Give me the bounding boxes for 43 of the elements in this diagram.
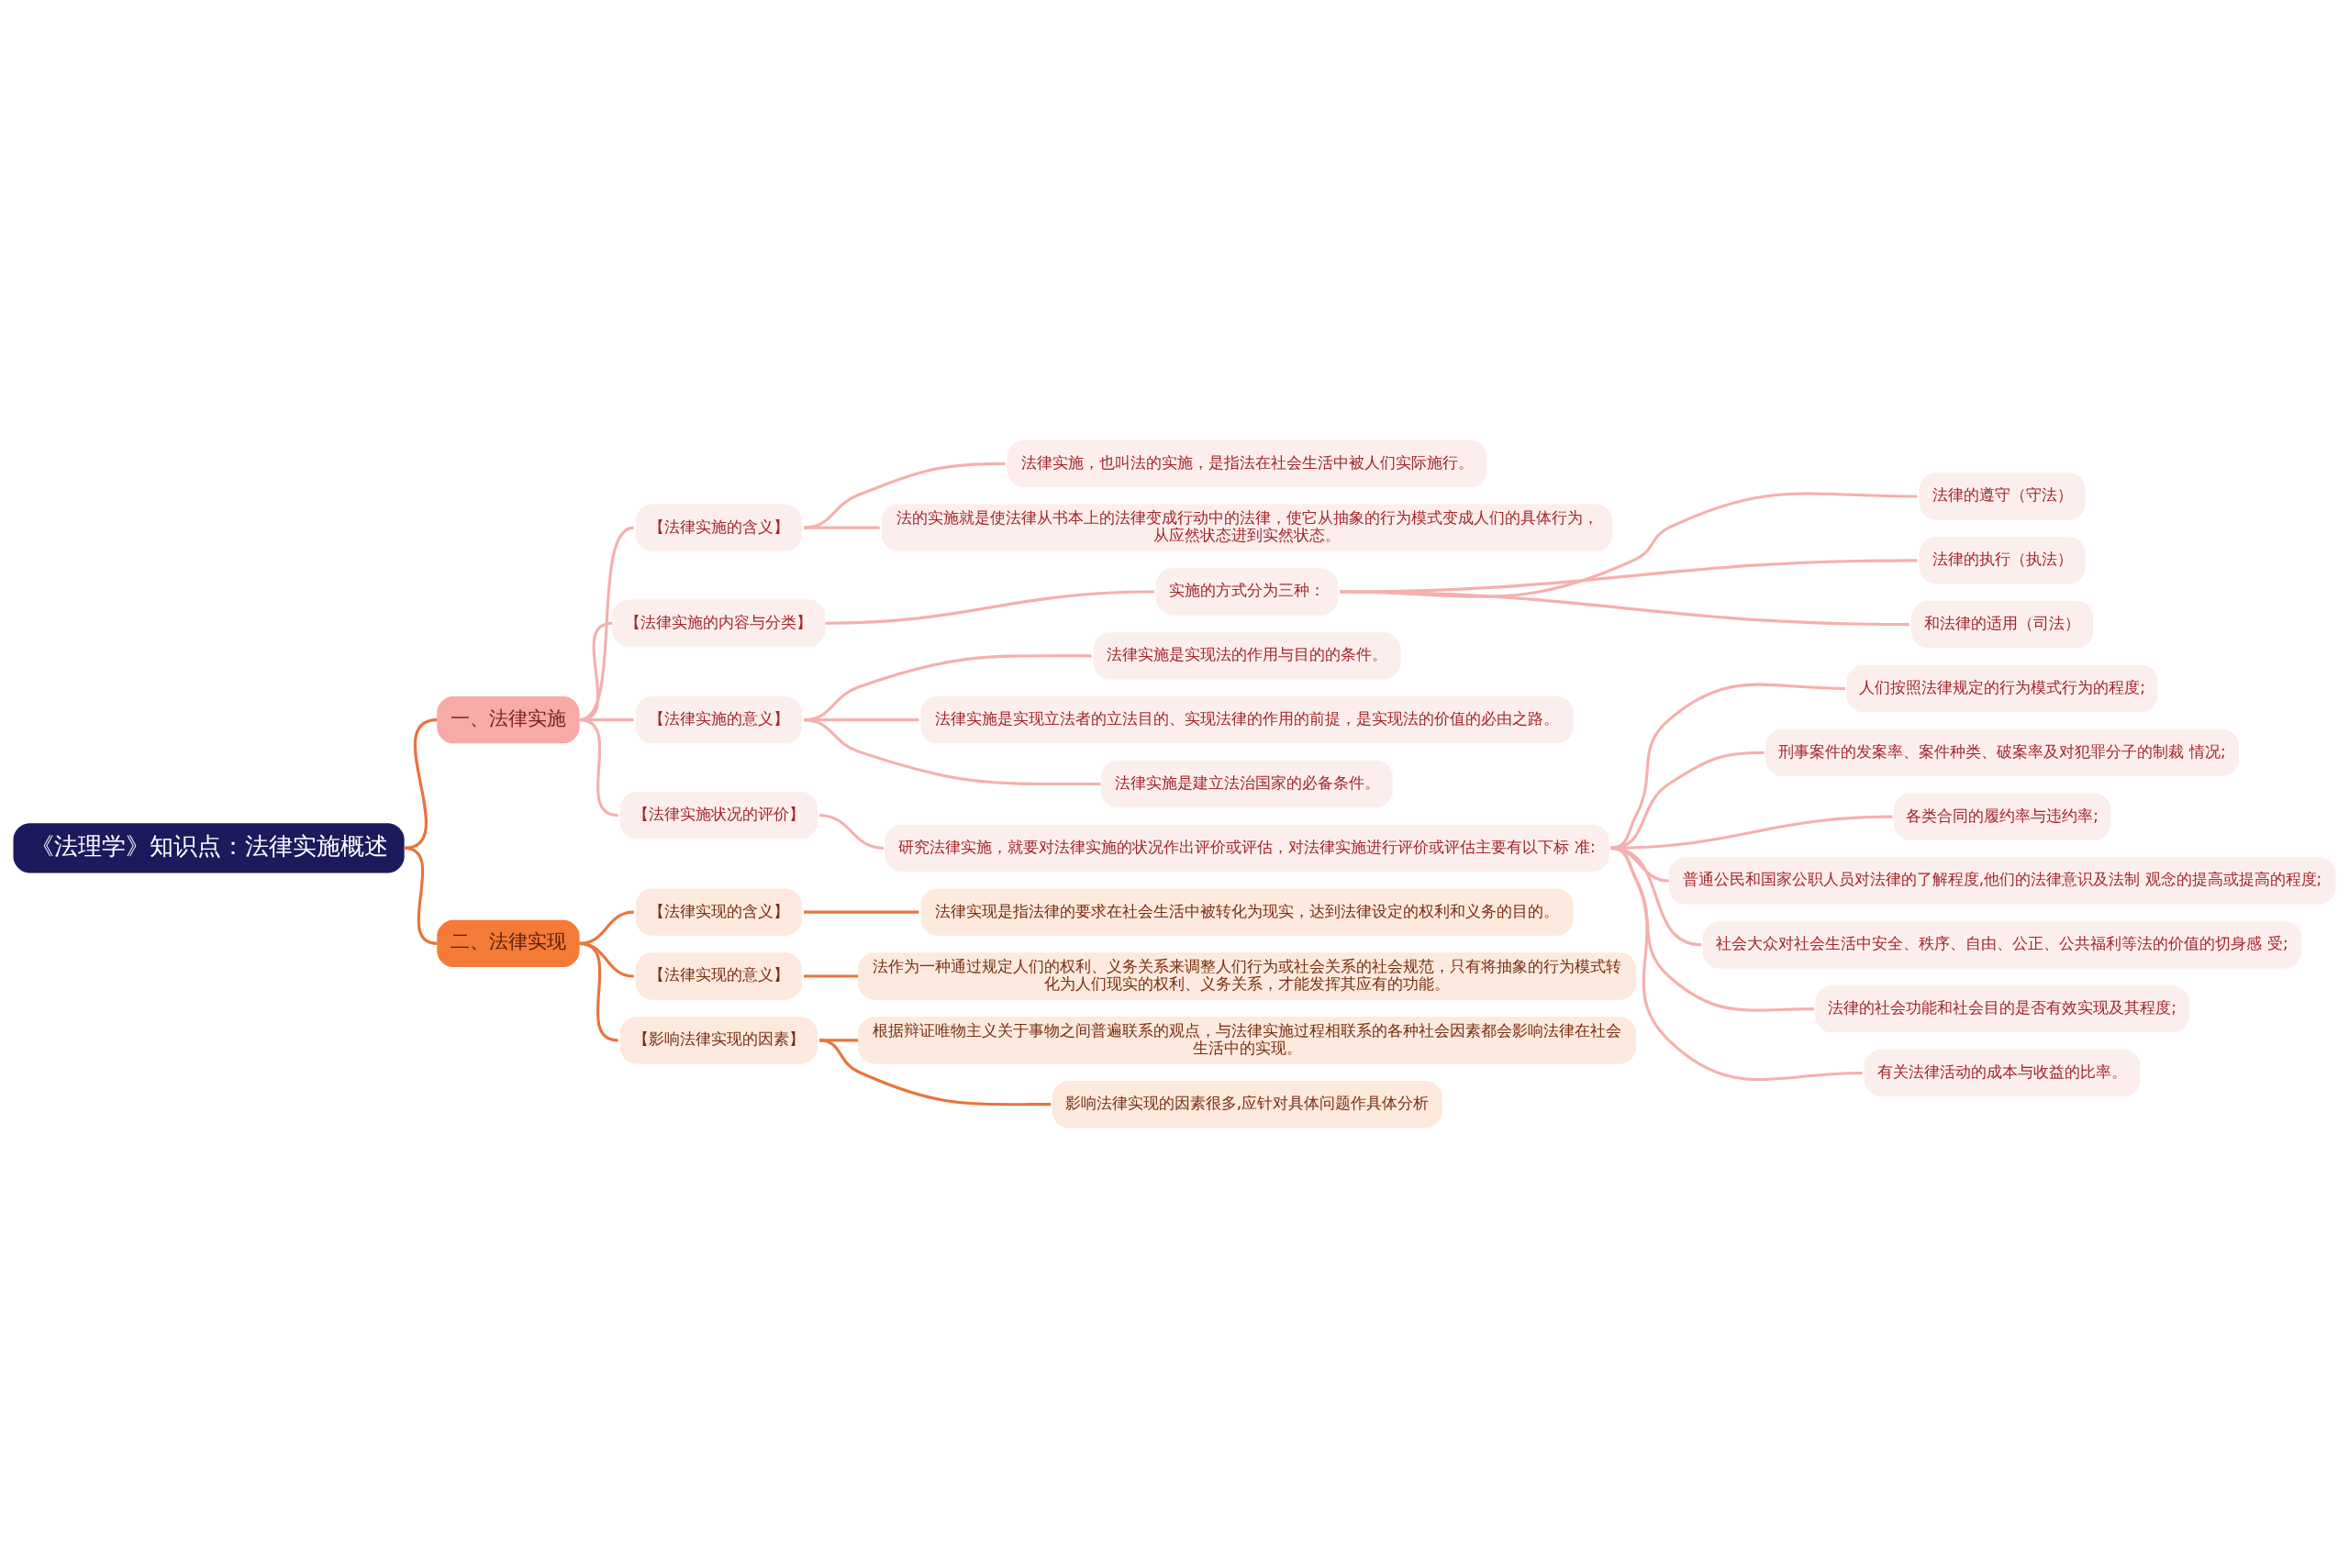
node-box: 【影响法律实现的因素】 <box>619 1017 818 1064</box>
node-box: 法律的执行（执法） <box>1919 537 2086 584</box>
node-box: 【法律实现的意义】 <box>635 952 802 1000</box>
node-box: 有关法律活动的成本与收益的比率。 <box>1864 1049 2141 1097</box>
connector <box>818 814 885 850</box>
connector <box>1610 683 1846 850</box>
node-box: 根据辩证唯物主义关于事物之间普遍联系的观点，与法律实施过程相联系的各种社会因素都会影响法律在社会生活中的实现。 <box>858 1017 1637 1064</box>
node-box: 【法律实现的含义】 <box>635 888 802 936</box>
node-box: 【法律实施状况的评价】 <box>619 792 818 840</box>
connector <box>804 526 880 529</box>
node-box: 法的实施就是使法律从书本上的法律变成行动中的法律，使它从抽象的行为模式变成人们的具体行为，从应然状态进到实然状态。 <box>881 504 1613 551</box>
node-box: 法律的社会功能和社会目的是否有效实现及其程度; <box>1815 984 2189 1033</box>
connector <box>818 1039 1052 1106</box>
node-box: 人们按照法律规定的行为模式行为的程度; <box>1846 664 2158 713</box>
node-box: 法作为一种通过规定人们的权利、义务关系来调整人们行为或社会关系的社会规范，只有将抽象的行为模式转化为人们现实的权利、义务关系，才能发挥其应有的功能。 <box>858 952 1637 1000</box>
node-box: 社会大众对社会生活中安全、秩序、自由、公正、公共福利等法的价值的切身感 受; <box>1702 921 2302 969</box>
node-box: 影响法律实现的因素很多,应针对具体问题作具体分析 <box>1052 1081 1442 1129</box>
connector <box>1610 846 1863 1081</box>
connector <box>579 718 618 817</box>
node-box: 法律实施是实现法的作用与目的的条件。 <box>1093 632 1401 680</box>
node-box: 法律实施是建立法治国家的必备条件。 <box>1101 760 1393 808</box>
node-box: 刑事案件的发案率、案件种类、破案率及对犯罪分子的制裁 情况; <box>1765 728 2240 776</box>
connector <box>804 974 859 978</box>
node-box: 【法律实施的内容与分类】 <box>612 599 826 647</box>
connector <box>825 590 1154 625</box>
node-box: 各类合同的履约率与违约率; <box>1893 793 2111 840</box>
node-box: 法律实施是实现立法者的立法目的、实现法律的作用的前提，是实现法的价值的必由之路。 <box>920 696 1574 744</box>
node-box: 法律实现是指法律的要求在社会生活中被转化为现实，达到法律设定的权利和义务的目的。 <box>920 888 1574 936</box>
node-box: 二、法律实现 <box>437 919 580 967</box>
node-box: 【法律实施的意义】 <box>635 696 802 744</box>
node-box: 《法理学》知识点：法律实施概述 <box>13 823 405 873</box>
connector <box>1610 751 1765 850</box>
connector <box>803 462 1006 529</box>
connector <box>804 910 919 914</box>
node-box: 【法律实施的含义】 <box>635 504 802 551</box>
connector <box>803 718 1101 786</box>
node-box: 研究法律实施，就要对法律实施的状况作出评价或评估，对法律实施进行评价或评估主要有以下标 准: <box>885 824 1609 872</box>
node-box: 实施的方式分为三种： <box>1156 568 1339 616</box>
node-box: 法律的遵守（守法） <box>1919 473 2086 520</box>
node-box: 法律实施，也叫法的实施，是指法在社会生活中被人们实际施行。 <box>1007 439 1487 487</box>
node-box: 普通公民和国家公职人员对法律的了解程度,他们的法律意识及法制 观念的提高或提高的程度; <box>1668 857 2336 905</box>
connector <box>1340 590 1909 627</box>
node-box: 一、法律实施 <box>437 696 580 744</box>
